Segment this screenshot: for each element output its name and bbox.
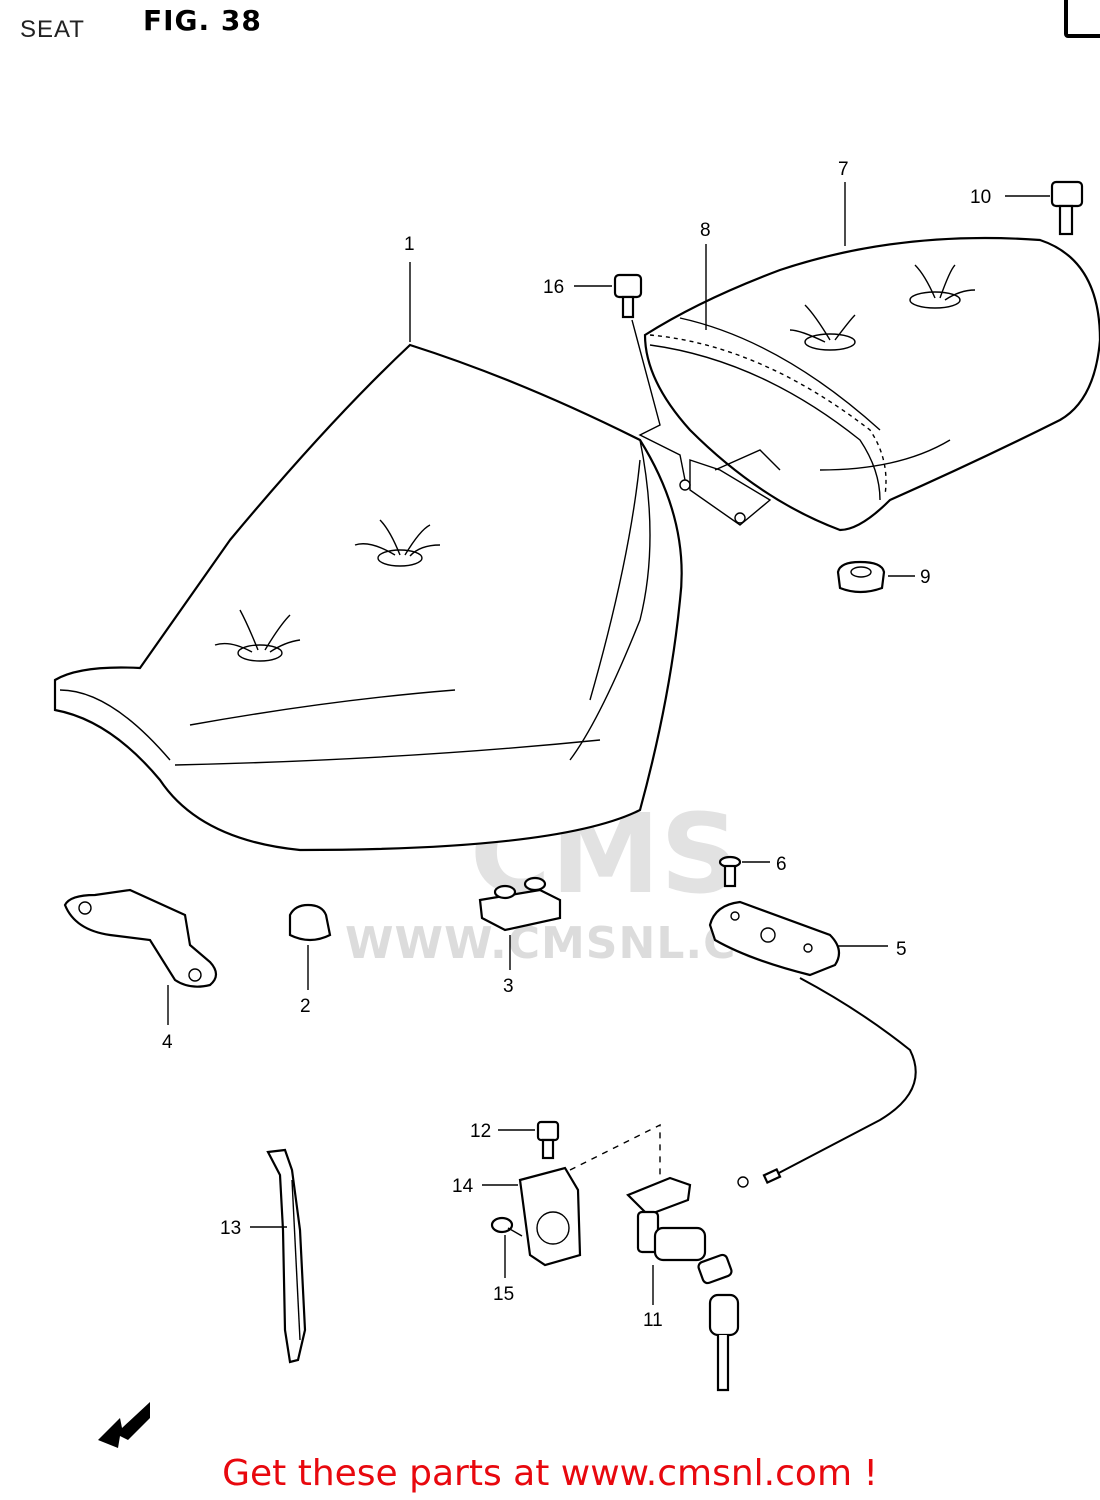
callout-8: 8	[700, 220, 711, 241]
bracket-14	[518, 1123, 661, 1267]
footer-link[interactable]: Get these parts at www.cmsnl.com !	[222, 1453, 878, 1494]
bracket-4	[63, 888, 218, 988]
callout-15: 15	[493, 1284, 514, 1305]
callout-5: 5	[896, 939, 907, 960]
callout-6: 6	[776, 854, 787, 875]
callout-13: 13	[220, 1218, 241, 1239]
main-seat	[53, 343, 683, 852]
watermark-url: WWW.CMSNL.CO	[345, 918, 775, 969]
callout-11: 11	[643, 1310, 663, 1331]
rear-seat	[643, 236, 1100, 532]
callout-14: 14	[452, 1176, 474, 1197]
front-direction-arrow-icon	[98, 1402, 150, 1448]
callout-12: 12	[470, 1121, 491, 1142]
callout-16: 16	[543, 277, 564, 298]
corner-mark	[1064, 0, 1100, 38]
nut-9	[836, 560, 886, 594]
callout-4: 4	[162, 1032, 173, 1053]
screw-6	[718, 855, 742, 888]
page-title: SEAT	[20, 16, 85, 43]
bolt-12	[536, 1120, 560, 1160]
cable-tie-13	[266, 1148, 307, 1364]
bolt-16	[613, 273, 686, 481]
callouts: 1 2 3 4 5 6 7 8 9 10 11 12 13 14 15 16	[162, 159, 991, 1331]
callout-2: 2	[300, 996, 311, 1017]
bolt-10	[1050, 180, 1084, 236]
callout-10: 10	[970, 187, 991, 208]
screw-15	[490, 1216, 523, 1237]
latch-5	[708, 900, 917, 1188]
callout-9: 9	[920, 567, 931, 588]
callout-7: 7	[838, 159, 849, 180]
lock-11	[626, 1176, 740, 1392]
block-3	[478, 876, 562, 932]
cushion-2	[288, 903, 332, 942]
figure-number: FIG. 38	[143, 4, 262, 37]
callout-3: 3	[503, 976, 514, 997]
callout-1: 1	[404, 234, 415, 255]
leader-lines	[167, 182, 1050, 1305]
